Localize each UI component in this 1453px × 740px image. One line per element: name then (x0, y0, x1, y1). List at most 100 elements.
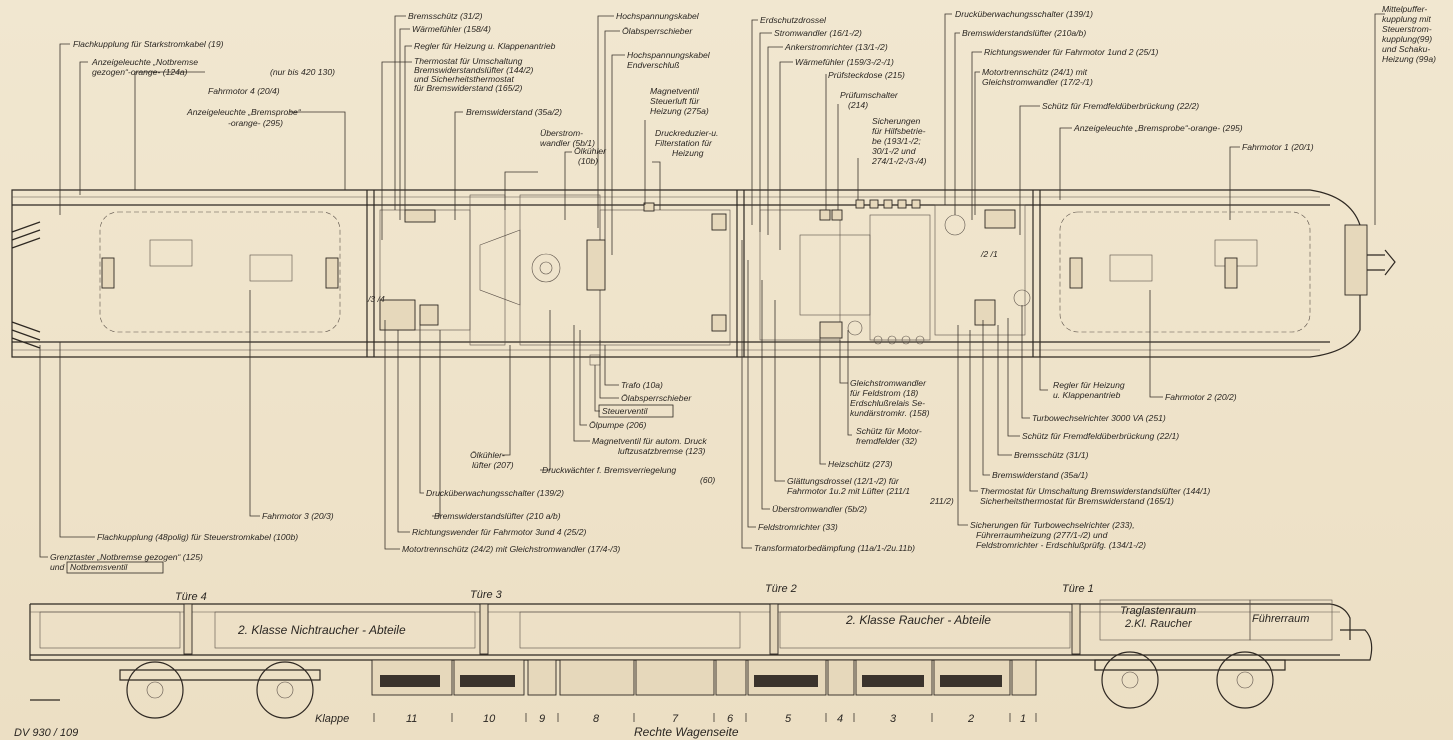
side-view: Türe 4 Türe 3 Türe 2 Türe 1 2. Klasse Ni… (14, 583, 1373, 739)
compartment-label: Führerraum (1252, 613, 1309, 625)
label: Feldstromrichter - Erdschlußprüfg. (134/… (976, 540, 1146, 550)
drawing-number: DV 930 / 109 (14, 727, 78, 739)
plan-labels: Flachkupplung für Starkstromkabel (19) A… (50, 4, 1436, 574)
klappe-number: 11 (406, 713, 417, 725)
label: Wärmefühler (158/4) (412, 24, 491, 34)
label: gezogen“-orange- (124a) (92, 67, 188, 77)
label: und Sicherheitsthermostat (414, 74, 514, 84)
label: Thermostat für Umschaltung Bremswidersta… (980, 486, 1210, 496)
label: (10b) (578, 156, 598, 166)
label: für Hilfsbetrie- (872, 126, 926, 136)
bogie-left-side (119, 661, 321, 719)
klappe-number: 3 (890, 713, 897, 725)
label: Heizung (275a) (650, 106, 709, 116)
door-label: Türe 4 (175, 591, 207, 603)
label: luftzusatzbremse (123) (618, 446, 706, 456)
label: Transformatorbedämpfung (11a/1-/2u.11b) (754, 543, 915, 553)
label: Stromwandler (16/1-/2) (774, 28, 862, 38)
coupler-left-top (11, 221, 41, 249)
label: Heizung (672, 148, 704, 158)
machine-room-left (379, 194, 731, 366)
label: 30/1-/2 und (872, 146, 916, 156)
fahrmotor-2-box (1109, 254, 1153, 282)
steuerventil-frame (598, 404, 674, 418)
label: Bremswiderstandslüfter (210 a/b) (434, 511, 561, 521)
label: Magnetventil (650, 86, 700, 96)
label: Sicherheitsthermostat für Bremswiderstan… (980, 496, 1174, 506)
label: für Bremswiderstand (165/2) (414, 83, 523, 93)
label: Prüfsteckdose (215) (828, 70, 905, 80)
label: Erdschlußrelais Se- (850, 398, 925, 408)
label: Magnetventil für autom. Druck (592, 436, 707, 446)
label: Druckwächter f. Bremsverriegelung (542, 465, 676, 475)
label: Thermostat für Umschaltung (414, 56, 523, 66)
label: Drucküberwachungsschalter (139/2) (426, 488, 564, 498)
label: Druckreduzier-u. (655, 128, 718, 138)
compartment-label: Traglastenraum (1120, 605, 1196, 617)
label: Ölkühler (574, 146, 607, 156)
klappe-number: 7 (672, 713, 679, 725)
label: Steuerventil (602, 406, 648, 416)
label: lüfter (207) (472, 460, 514, 470)
label: Notbremsventil (70, 562, 128, 572)
label: Heizschütz (273) (828, 459, 893, 469)
label: Ölabsperrschieber (621, 393, 692, 403)
label: 211/2) (929, 496, 954, 506)
label: Sicherungen für Turbowechselrichter (233… (970, 520, 1135, 530)
label: Bremsschütz (31/1) (1014, 450, 1089, 460)
label: Filterstation für (655, 138, 713, 148)
label: Ölabsperrschieber (622, 26, 693, 36)
label: Bremswiderstand (35a/2) (466, 107, 562, 117)
label: Glättungsdrossel (12/1-/2) für (787, 476, 900, 486)
label: Trafo (10a) (621, 380, 663, 390)
label: -orange- (295) (228, 118, 283, 128)
label: (nur bis 420 130) (270, 67, 335, 77)
klappe-number: 6 (727, 713, 734, 725)
label: Endverschluß (627, 60, 680, 70)
label: Flachkupplung für Starkstromkabel (19) (73, 39, 224, 49)
label: Steuerstrom- (1382, 24, 1432, 34)
label: u. Klappenantrieb (1053, 390, 1121, 400)
label: Motortrennschütz (24/1) mit (982, 67, 1088, 77)
label: Bremsschütz (31/2) (408, 11, 483, 21)
door-label: Türe 2 (765, 583, 797, 595)
coupler-left-bottom (11, 321, 41, 349)
label: Regler für Heizung (1053, 380, 1125, 390)
label: Motortrennschütz (24/2) mit Gleichstromw… (402, 544, 620, 554)
label: Hochspannungskabel (616, 11, 700, 21)
label: Bremswiderstandslüfter (144/2) (414, 65, 534, 75)
label: Steuerluft für (650, 96, 700, 106)
door-4 (183, 603, 193, 655)
fahrmotor-3-box (249, 254, 293, 282)
label: Fahrmotor 2 (20/2) (1165, 392, 1237, 402)
side-windows (39, 599, 1333, 649)
label: Fahrmotor 1u.2 mit Lüfter (211/1 (787, 486, 910, 496)
label: Gleichstromwandler (850, 378, 927, 388)
klappe-number: 1 (1020, 713, 1026, 725)
label: Fahrmotor 4 (20/4) (208, 86, 280, 96)
label: Bremswiderstandslüfter (210a/b) (962, 28, 1086, 38)
compartment-label: 2. Klasse Raucher - Abteile (845, 613, 991, 627)
label: Anzeigeleuchte „Notbremse (91, 57, 198, 67)
label: Fahrmotor 3 (20/3) (262, 511, 334, 521)
label: kupplung(99) (1382, 34, 1432, 44)
label: Prüfumschalter (840, 90, 899, 100)
label: Schütz für Fremdfeldüberbrückung (22/2) (1042, 101, 1199, 111)
label: Anzeigeleuchte „Bremsprobe“-orange- (295… (1073, 123, 1243, 133)
plan-view: Flachkupplung für Starkstromkabel (19) A… (11, 4, 1436, 574)
label: Überstrom- (540, 128, 583, 138)
label: Bremswiderstand (35a/1) (992, 470, 1088, 480)
door-1 (1071, 603, 1081, 655)
label: Turbowechselrichter 3000 VA (251) (1032, 413, 1166, 423)
label: kupplung mit (1382, 14, 1431, 24)
klappe-label: Klappe (315, 713, 349, 725)
bogie-right-outline (1059, 211, 1311, 333)
label: Feldstromrichter (33) (758, 522, 838, 532)
label: (60) (700, 475, 715, 485)
klappe-number: 4 (837, 713, 843, 725)
machine-room-right (759, 199, 1031, 345)
oelkuehler-duct (479, 229, 521, 306)
fahrmotor-4-box (149, 239, 193, 267)
